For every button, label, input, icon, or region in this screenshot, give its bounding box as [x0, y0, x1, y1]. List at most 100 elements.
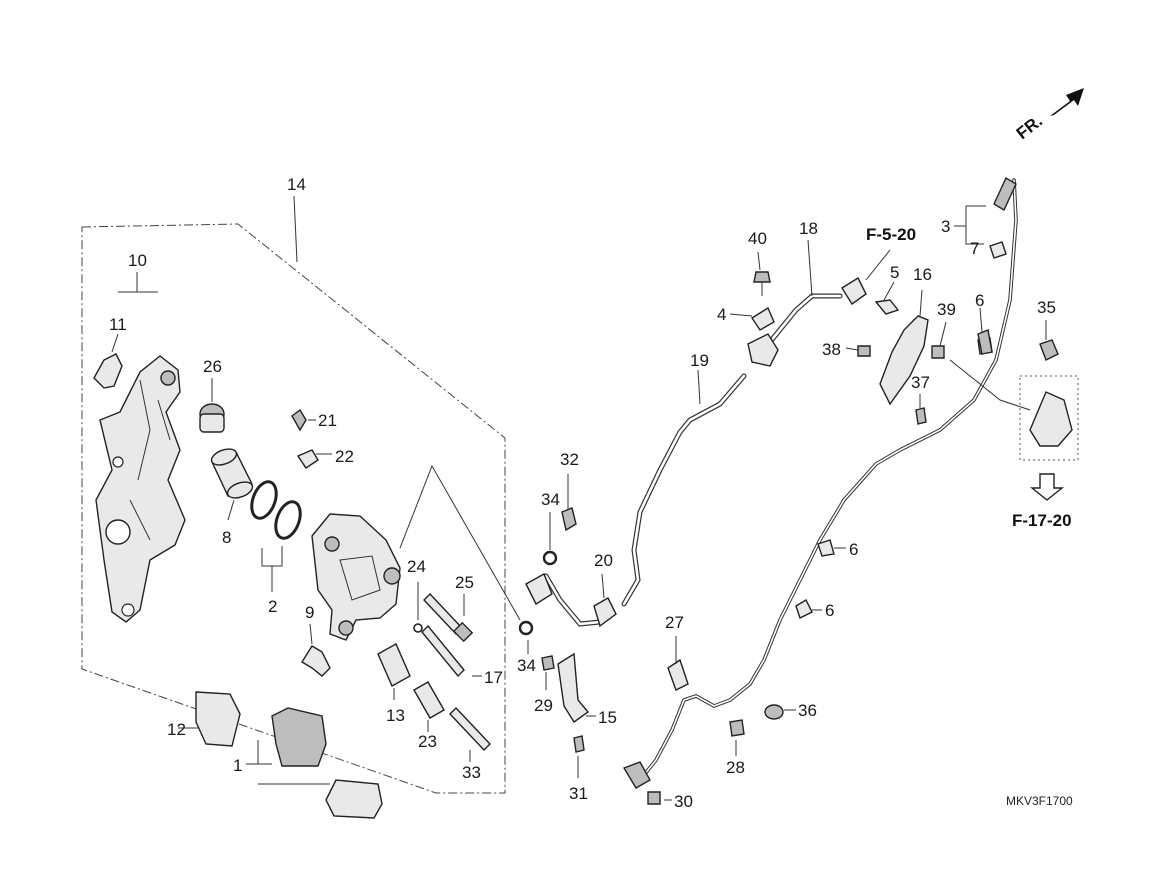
callout-34-lower: 34: [517, 656, 536, 675]
callout-27: 27: [665, 613, 684, 632]
wire-grommet: [795, 599, 813, 619]
callout-24: 24: [407, 557, 426, 576]
reference-down-arrow-icon: [1030, 473, 1064, 501]
pad-shim: [195, 691, 241, 747]
pin-sleeve: [413, 681, 445, 719]
callout-31: 31: [569, 784, 588, 803]
callout-23: 23: [418, 732, 437, 751]
callout-1: 1: [233, 756, 242, 775]
brake-pad-inner: [271, 707, 327, 767]
caliper-body: [311, 513, 401, 641]
hose-joint: [593, 597, 617, 628]
pad-retainer-clip: [93, 353, 123, 389]
hose-stay: [751, 306, 775, 331]
front-marker-text: FR.: [1013, 111, 1046, 143]
front-direction-marker: FR.: [1013, 88, 1084, 143]
reference-label-right: F-17-20: [1012, 511, 1072, 530]
sensor-connector: [993, 176, 1017, 212]
callout-17: 17: [484, 668, 503, 687]
diagram-code: MKV3F1700: [1006, 794, 1073, 808]
sensor-stay: [879, 315, 929, 406]
callout-33: 33: [462, 763, 481, 782]
callout-38: 38: [822, 340, 841, 359]
pin-boot: [377, 643, 411, 687]
leader-lines: [111, 195, 1047, 801]
callout-34-upper: 34: [541, 490, 560, 509]
callout-30: 30: [674, 792, 693, 811]
callout-15: 15: [598, 708, 617, 727]
pad-spring: [301, 645, 331, 677]
sealing-washer-upper: [542, 550, 558, 566]
o-ring: [413, 623, 423, 633]
callout-3: 3: [941, 217, 950, 236]
reference-detail-stay: [1029, 391, 1073, 447]
callout-26: 26: [203, 357, 222, 376]
callout-6-middle: 6: [849, 540, 858, 559]
callout-6-lower: 6: [825, 601, 834, 620]
wire-clip-middle: [817, 539, 835, 557]
dust-seal: [274, 500, 302, 540]
reference-label-top: F-5-20: [866, 225, 916, 244]
callout-39: 39: [937, 300, 956, 319]
clamp-nut-29: [541, 655, 555, 671]
callout-35: 35: [1037, 298, 1056, 317]
slide-pin: [423, 592, 474, 643]
callout-11: 11: [109, 315, 127, 334]
callout-37: 37: [911, 373, 930, 392]
caliper-bracket: [95, 355, 186, 623]
callout-10: 10: [128, 251, 147, 270]
callout-7: 7: [970, 239, 979, 258]
callout-9: 9: [305, 603, 314, 622]
spring-pin: [915, 407, 927, 425]
clamp-screw: [573, 735, 585, 753]
pin-bolt-long: [449, 706, 491, 752]
callout-28: 28: [726, 758, 745, 777]
callout-labels: 14 10 11 26 21 22 8 2 9 24 25 17 13 23 3…: [109, 175, 1056, 811]
hose-end-fitting: [841, 276, 867, 306]
callout-20: 20: [594, 551, 613, 570]
callout-14: 14: [287, 175, 306, 194]
connector-clip: [989, 241, 1007, 259]
pin-bolt: [421, 624, 465, 678]
wire-stay: [667, 658, 689, 691]
callout-16: 16: [913, 265, 932, 284]
sensor-bolt: [647, 791, 661, 805]
callout-12: 12: [167, 720, 186, 739]
hose-guide-stay: [874, 299, 900, 315]
callout-22: 22: [335, 447, 354, 466]
brake-pad-outer: [325, 779, 383, 819]
callout-4: 4: [717, 305, 726, 324]
callout-29: 29: [534, 696, 553, 715]
callout-2: 2: [268, 597, 277, 616]
caliper-assembly-boundary: [81, 223, 506, 794]
callout-25: 25: [455, 573, 474, 592]
reference-detail-box: [1019, 375, 1079, 461]
callout-18: 18: [799, 219, 818, 238]
stay-bolt-28: [729, 719, 745, 737]
callout-6-upper: 6: [975, 291, 984, 310]
hose-clamp: [557, 652, 590, 724]
callout-36: 36: [798, 701, 817, 720]
callout-19: 19: [690, 351, 709, 370]
piston: [210, 448, 254, 499]
sealing-washer-lower: [518, 620, 534, 636]
wheel-speed-sensor-wire: [638, 178, 1018, 782]
boot: [199, 403, 225, 433]
stay-bolt-right: [931, 345, 945, 359]
banjo-fitting: [525, 573, 553, 606]
hose-clamp-bolt: [753, 271, 771, 296]
piston-seal: [250, 480, 278, 520]
bleed-cap: [291, 408, 307, 432]
hose-joint-block: [747, 333, 779, 367]
stay-bolt-left: [857, 345, 871, 357]
wire-clamp-36: [764, 704, 784, 720]
wheel-speed-sensor: [622, 761, 651, 789]
callout-32: 32: [560, 450, 579, 469]
front-direction-arrow-icon: [1050, 88, 1084, 116]
callout-40: 40: [748, 229, 767, 248]
wire-clamp-35: [1039, 339, 1059, 361]
callout-8: 8: [222, 528, 231, 547]
callout-13: 13: [386, 706, 405, 725]
middle-brake-hose: [621, 373, 747, 607]
